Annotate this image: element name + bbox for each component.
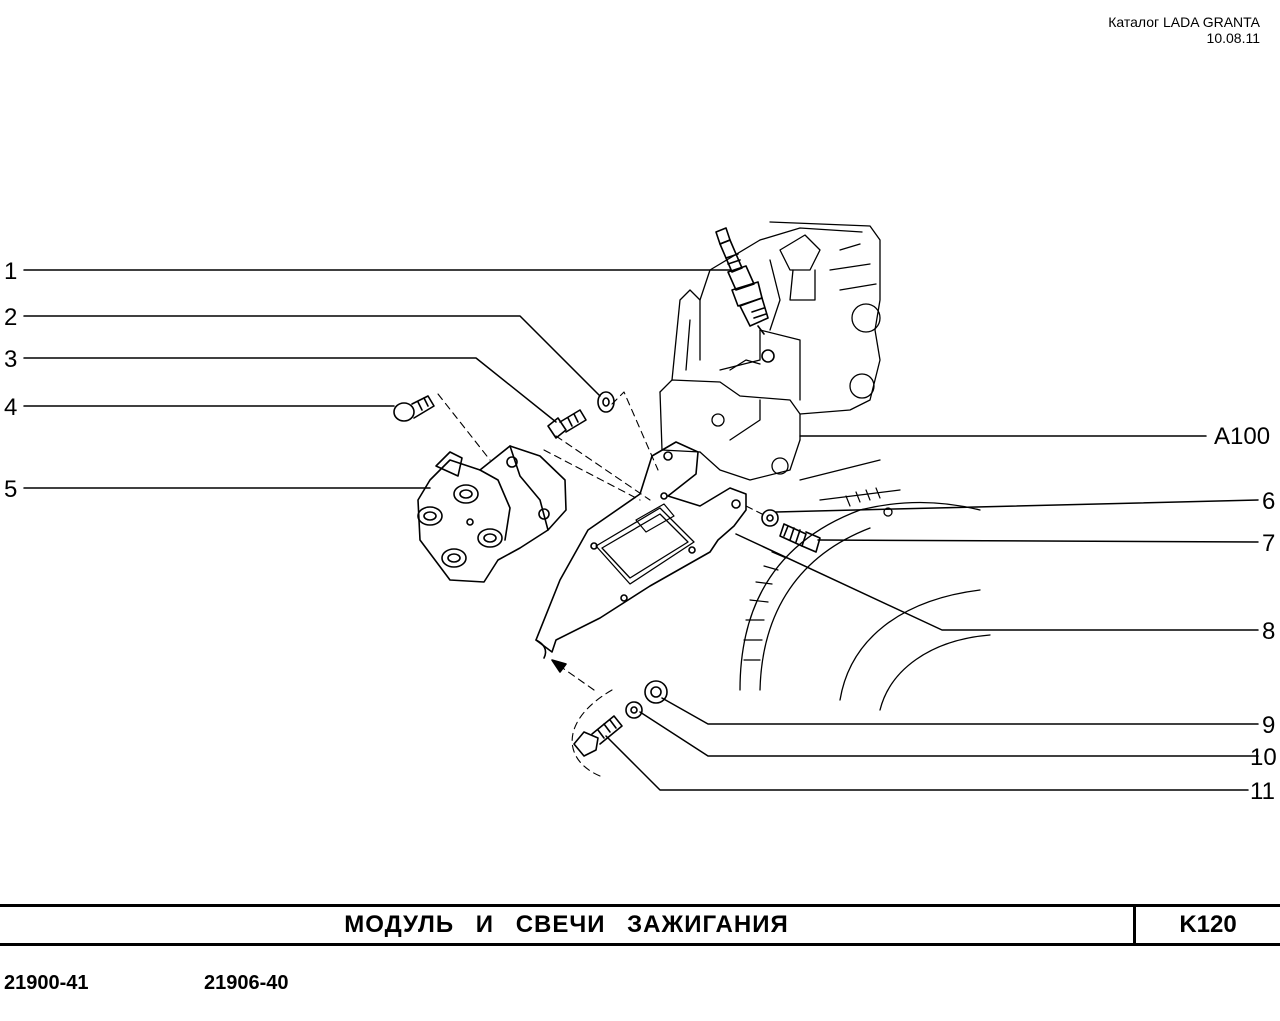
callout-11: 11 [1250,778,1275,805]
title-divider [1133,907,1136,943]
page-title: МОДУЛЬ И СВЕЧИ ЗАЖИГАНИЯ [344,911,789,938]
leader-lines [23,269,1259,791]
engine-block-outline [659,221,991,711]
assembly-guide-lines [437,391,763,777]
bolt-part-11 [573,715,623,757]
callout-4: 4 [4,394,17,421]
washer-part-9 [644,680,668,704]
callout-10: 10 [1250,744,1277,771]
spark-plug-part [715,227,775,363]
callout-8: 8 [1262,618,1275,645]
section-code: K120 [1179,911,1237,938]
model-code-2: 21906-40 [204,972,289,994]
screw-part-4 [393,395,435,422]
callout-1: 1 [4,258,17,285]
exploded-parts-diagram: 1 2 3 4 5 A100 6 7 8 9 10 11 [4,221,1277,805]
bolt-part-3 [547,409,587,439]
callout-6: 6 [1262,488,1275,515]
callout-5: 5 [4,476,17,503]
washer-part-2 [597,391,615,413]
bolt-part-7 [779,523,821,553]
ignition-module-part [417,445,567,583]
bracket-part [535,441,747,659]
washer-part-6 [761,509,779,527]
catalog-header: Каталог LADA GRANTA 10.08.11 [1108,14,1260,46]
lock-washer-part-10 [625,701,643,719]
callout-9: 9 [1262,712,1275,739]
callout-2: 2 [4,304,17,331]
callout-7: 7 [1262,530,1275,557]
model-code-1: 21900-41 [4,972,89,994]
assembly-arrow-icon [551,659,567,673]
callout-a100: A100 [1214,423,1270,450]
catalog-date: 10.08.11 [1206,30,1260,46]
title-bar: МОДУЛЬ И СВЕЧИ ЗАЖИГАНИЯ K120 [0,904,1280,946]
catalog-name: Каталог LADA GRANTA [1108,14,1260,30]
callout-3: 3 [4,346,17,373]
